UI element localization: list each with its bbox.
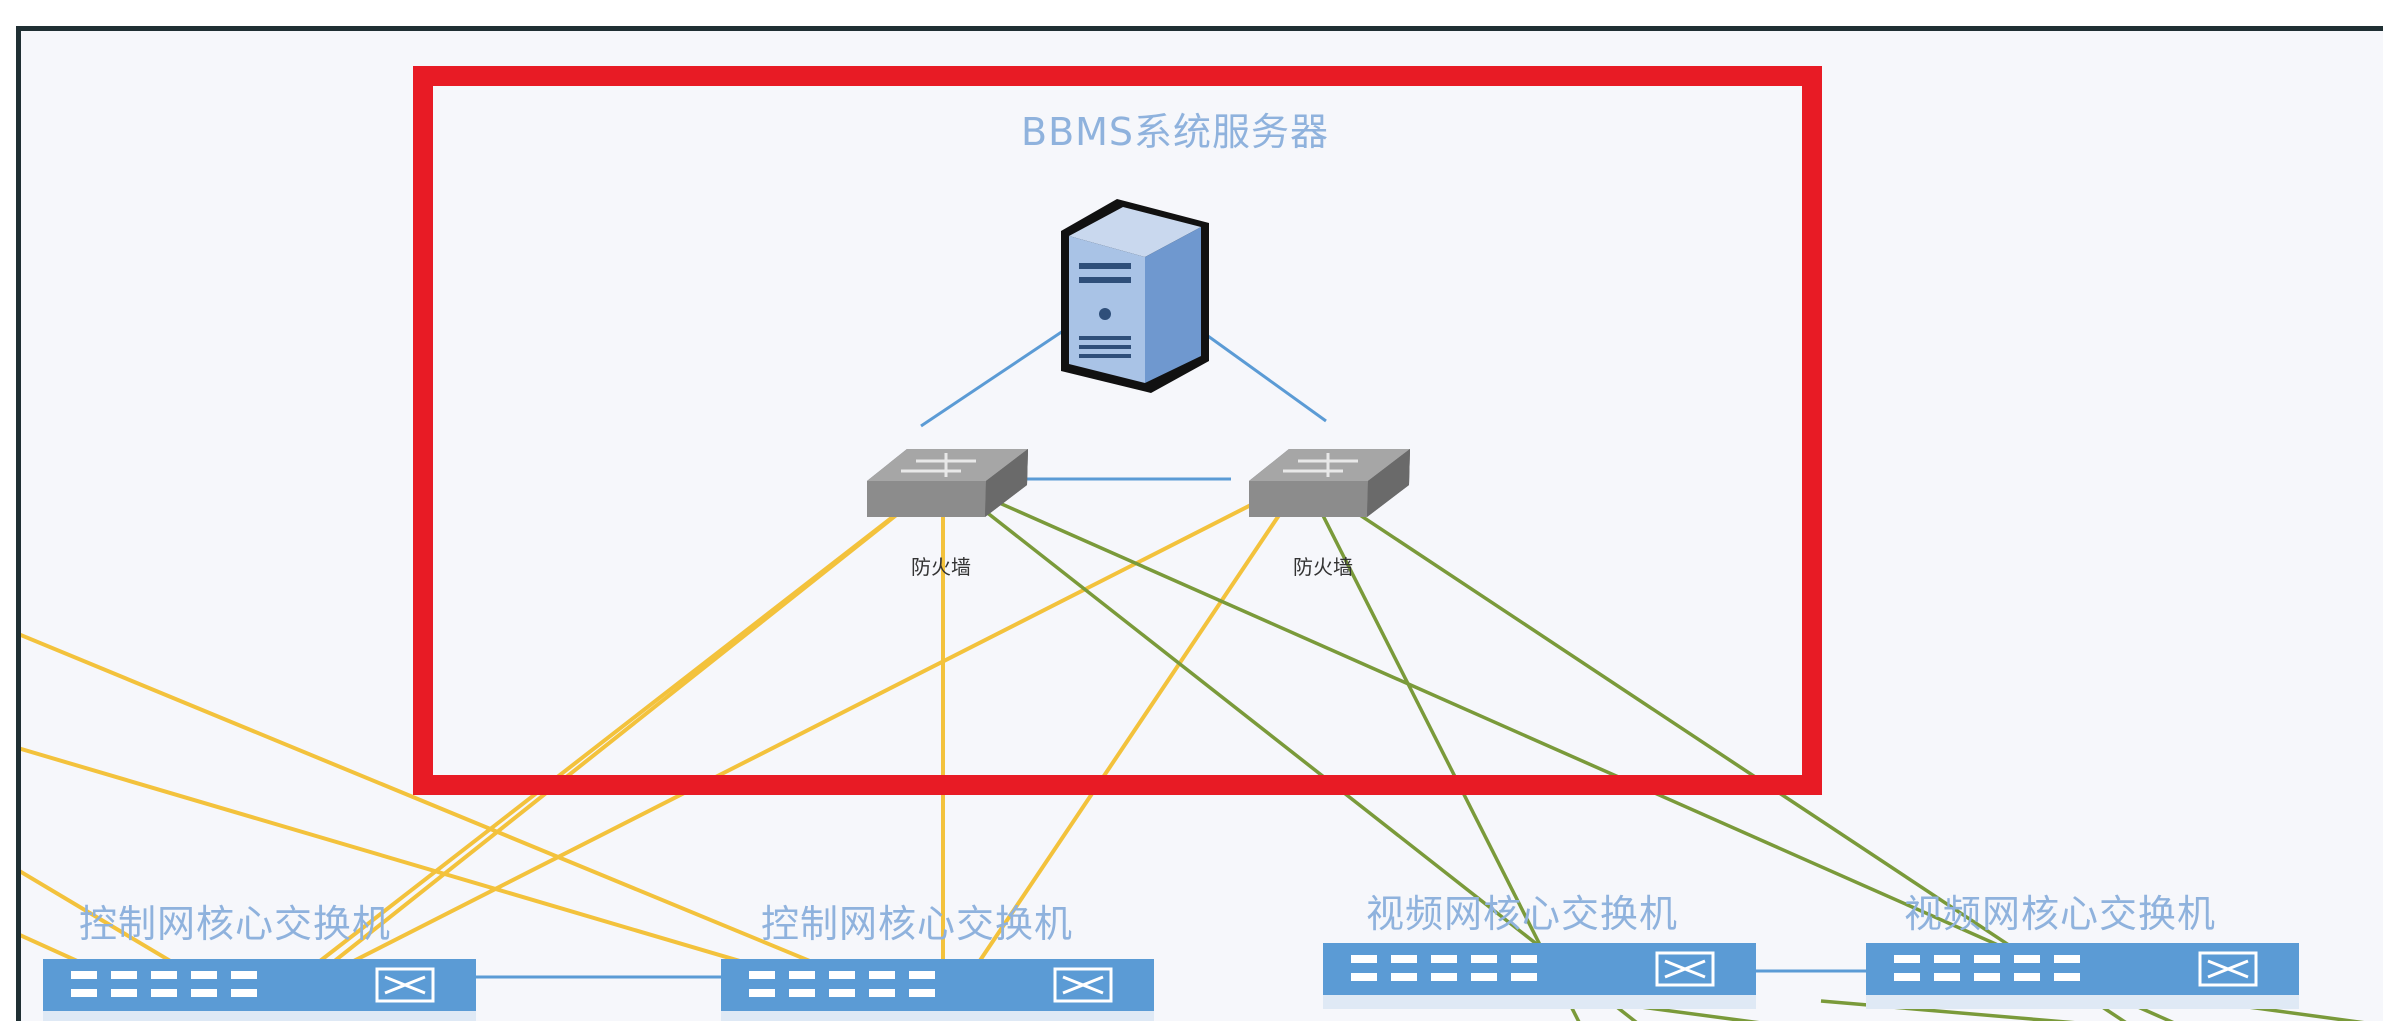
control-link — [936, 476, 1306, 1021]
control-link — [21, 632, 944, 1018]
video-link — [941, 476, 1638, 1021]
core-switch-label: 控制网核心交换机 — [761, 902, 1074, 946]
firewall-icon[interactable] — [1249, 449, 1410, 517]
network-switch-icon[interactable] — [1323, 943, 1756, 1009]
server-link — [1200, 329, 1327, 423]
network-switch-icon[interactable] — [721, 959, 1154, 1021]
video-link — [2240, 1004, 2365, 1021]
server-link — [920, 329, 1064, 428]
control-link — [270, 476, 1305, 1005]
core-switch-label: 控制网核心交换机 — [79, 902, 392, 946]
topology-canvas: BBMS系统服务器 防火墙 防火墙 控制网核心交换机 控制网核心交换机 视频网核… — [16, 26, 2383, 1021]
server-tower-icon[interactable] — [1061, 199, 1209, 393]
firewall-icon[interactable] — [867, 449, 1028, 517]
firewall-label: 防火墙 — [1293, 555, 1353, 579]
firewall-label: 防火墙 — [911, 555, 971, 579]
video-link — [1303, 476, 2127, 1021]
server-group-title: BBMS系统服务器 — [1021, 110, 1330, 154]
network-switch-icon[interactable] — [43, 959, 476, 1021]
video-link — [1302, 477, 1581, 1021]
server-group-frame — [413, 66, 1822, 795]
links-layer — [21, 66, 2365, 1021]
network-switch-icon[interactable] — [1866, 943, 2299, 1009]
control-link — [257, 476, 945, 1021]
video-link — [942, 476, 2175, 1021]
core-switch-label: 视频网核心交换机 — [1904, 892, 2217, 936]
core-switch-label: 视频网核心交换机 — [1366, 892, 1679, 936]
